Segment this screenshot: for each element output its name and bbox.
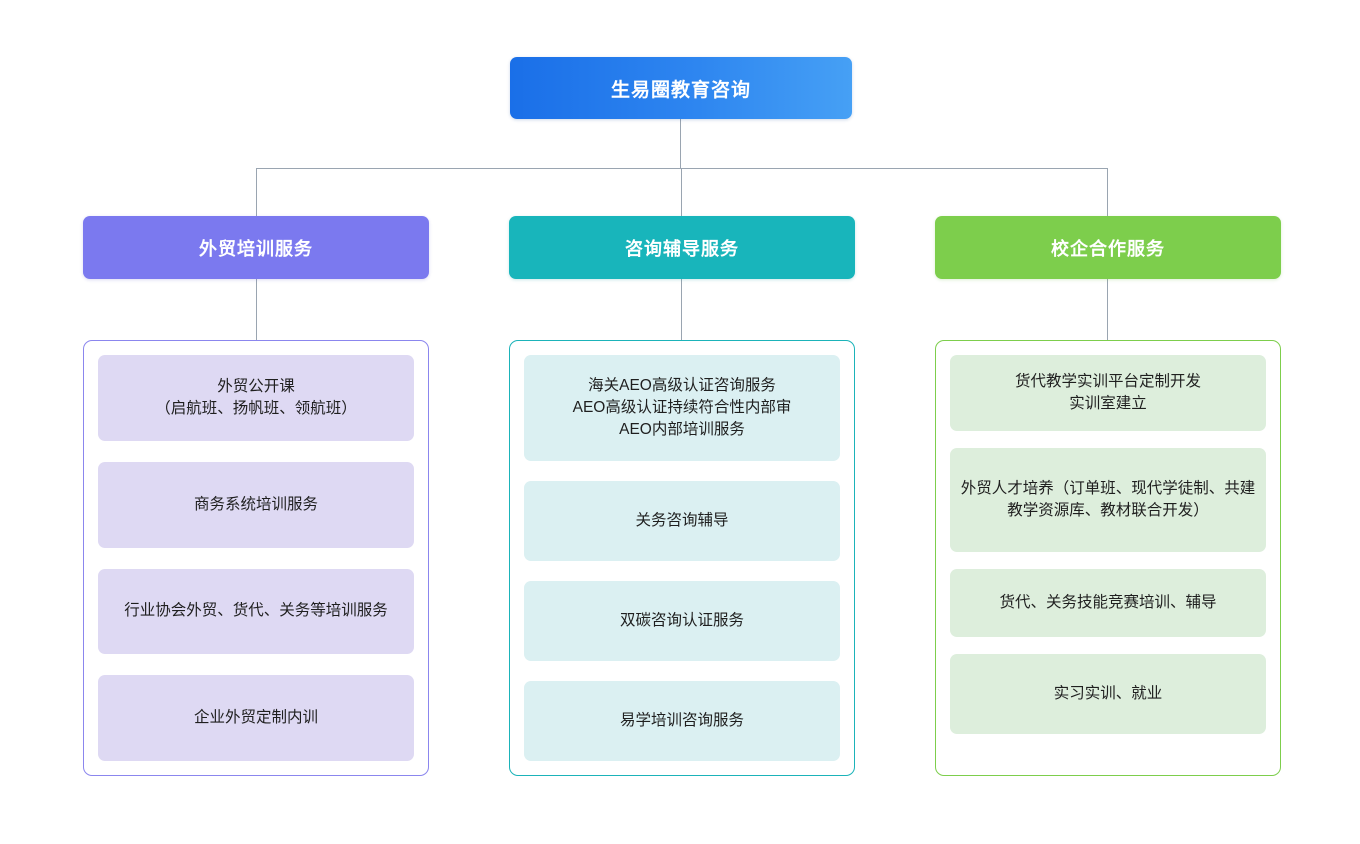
branch-header-consulting[interactable]: 咨询辅导服务: [509, 216, 855, 279]
list-item[interactable]: 商务系统培训服务: [98, 461, 414, 548]
list-item[interactable]: 关务咨询辅导: [524, 481, 840, 561]
connector-drop-right: [1107, 168, 1109, 216]
connector-drop-left: [256, 168, 258, 216]
list-item[interactable]: 行业协会外贸、货代、关务等培训服务: [98, 568, 414, 655]
list-item[interactable]: 货代、关务技能竞赛培训、辅导: [950, 569, 1266, 637]
branch-group-consulting: 海关AEO高级认证咨询服务 AEO高级认证持续符合性内部审 AEO内部培训服务 …: [509, 340, 855, 776]
list-item[interactable]: 易学培训咨询服务: [524, 681, 840, 761]
branch-header-training[interactable]: 外贸培训服务: [83, 216, 429, 279]
connector-middle-header-to-group: [681, 279, 683, 340]
list-item[interactable]: 实习实训、就业: [950, 654, 1266, 734]
root-node[interactable]: 生易圈教育咨询: [510, 57, 852, 119]
branch-header-school-enterprise-label: 校企合作服务: [1051, 238, 1165, 259]
connector-left-header-to-group: [256, 279, 258, 340]
branch-group-training: 外贸公开课 （启航班、扬帆班、领航班） 商务系统培训服务 行业协会外贸、货代、关…: [83, 340, 429, 776]
branch-header-training-label: 外贸培训服务: [199, 238, 313, 259]
list-item[interactable]: 双碳咨询认证服务: [524, 581, 840, 661]
root-node-label: 生易圈教育咨询: [610, 79, 751, 101]
list-item[interactable]: 企业外贸定制内训: [98, 675, 414, 761]
list-item[interactable]: 外贸公开课 （启航班、扬帆班、领航班）: [98, 355, 414, 441]
branch-header-consulting-label: 咨询辅导服务: [625, 238, 739, 259]
list-item[interactable]: 外贸人才培养（订单班、现代学徒制、共建教学资源库、教材联合开发）: [950, 448, 1266, 552]
list-item[interactable]: 海关AEO高级认证咨询服务 AEO高级认证持续符合性内部审 AEO内部培训服务: [524, 355, 840, 461]
connector-right-header-to-group: [1107, 279, 1109, 340]
branch-group-school-enterprise: 货代教学实训平台定制开发 实训室建立 外贸人才培养（订单班、现代学徒制、共建教学…: [935, 340, 1281, 776]
branch-training: 外贸培训服务 外贸公开课 （启航班、扬帆班、领航班） 商务系统培训服务 行业协会…: [83, 216, 429, 776]
list-item[interactable]: 货代教学实训平台定制开发 实训室建立: [950, 355, 1266, 431]
connector-horizontal-bus: [256, 168, 1108, 170]
branch-school-enterprise: 校企合作服务 货代教学实训平台定制开发 实训室建立 外贸人才培养（订单班、现代学…: [935, 216, 1281, 776]
connector-root-stem: [680, 119, 682, 169]
branch-consulting: 咨询辅导服务 海关AEO高级认证咨询服务 AEO高级认证持续符合性内部审 AEO…: [509, 216, 855, 776]
connector-drop-middle: [681, 168, 683, 216]
branch-header-school-enterprise[interactable]: 校企合作服务: [935, 216, 1281, 279]
